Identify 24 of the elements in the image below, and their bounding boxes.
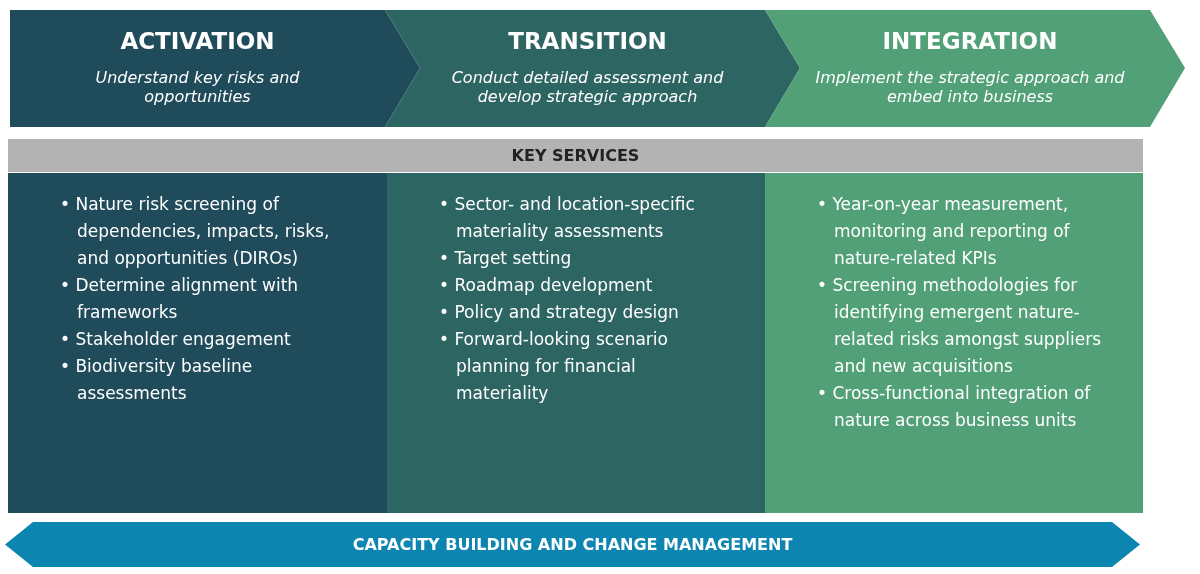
list-item: • Nature risk screening of dependencies, impacts, risks, and opportunities (DIROs) (60, 193, 331, 270)
column-panel (765, 173, 1143, 513)
phase-title: TRANSITION (508, 28, 667, 54)
list-item: • Determine alignment with frameworks (60, 274, 300, 324)
band-heading: KEY SERVICES (511, 146, 640, 165)
banner-text: CAPACITY BUILDING AND CHANGE MANAGEMENT (352, 535, 793, 554)
phase-subtitle: Implement the strategic approach and embed into business (814, 68, 1126, 106)
list-item: • Target setting (439, 247, 573, 270)
header-band (8, 139, 1143, 172)
column-panel (387, 173, 765, 513)
list-item: • Screening methodologies for identifying emergent nature-related risks amongst suppliers and new acquisitions (817, 274, 1103, 378)
list-item: • Year-on-year measurement, monitoring and reporting of nature-related KPIs (817, 193, 1071, 270)
list-item: • Roadmap development (439, 274, 654, 297)
list-item: • Policy and strategy design (439, 301, 680, 324)
phase-subtitle: Conduct detailed assessment and develop strategic approach (450, 68, 725, 106)
list-item: • Sector- and location-specific materiality assessments (439, 193, 696, 243)
phase-title: ACTIVATION (120, 28, 275, 54)
list-item: • Forward-looking scenario planning for financial materiality (439, 328, 669, 405)
phase-title: INTEGRATION (882, 28, 1058, 54)
list-item: • Biodiversity baseline assessments (60, 355, 254, 405)
column-panel (8, 173, 387, 513)
list-item: • Stakeholder engagement (60, 328, 292, 351)
phase-subtitle: Understand key risks and opportunities (94, 68, 301, 106)
list-item: • Cross-functional integration of nature across business units (817, 382, 1092, 432)
